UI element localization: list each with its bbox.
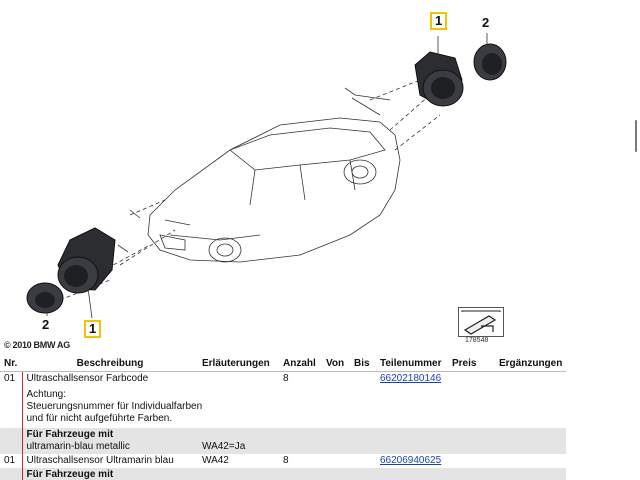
header-bis: Bis	[350, 356, 376, 372]
header-beschreibung: Beschreibung	[22, 356, 198, 372]
cell-nr: 01	[4, 373, 16, 384]
cell-preis	[448, 372, 495, 387]
scrollbar-thumb[interactable]	[635, 120, 637, 152]
header-ergaenzungen: Ergänzungen	[495, 356, 566, 372]
cell-bis	[350, 454, 376, 468]
cell-ergaenzungen	[495, 454, 566, 468]
table-row[interactable]: 01 Ultraschallsensor Farbcode 8 66202180…	[0, 371, 566, 387]
table-header-row: Nr. Beschreibung Erläuterungen Anzahl Vo…	[0, 356, 566, 372]
table-row[interactable]: 01 Ultraschallsensor Ultramarin blau WA4…	[0, 454, 566, 468]
image-number: 178548	[465, 337, 489, 344]
cell-von	[322, 454, 350, 468]
magnify-icon[interactable]	[458, 307, 504, 337]
part-number-link[interactable]: 66202180146	[380, 373, 442, 384]
callout-2-bottom[interactable]: 2	[42, 317, 50, 332]
note-text: Achtung: Steuerungsnummer für Individual…	[21, 386, 279, 428]
cell-erlaeuterungen: WA42	[202, 455, 229, 466]
header-preis: Preis	[448, 356, 495, 372]
cell-beschreibung: Ultraschallsensor Ultramarin blau	[21, 454, 198, 468]
ring-top	[473, 43, 507, 81]
cell-preis	[448, 454, 495, 468]
group-sub: ultramarin-blau metallic	[26, 441, 130, 452]
part-number-link[interactable]: 66206940625	[380, 455, 442, 466]
group-title: Für Fahrzeuge mit	[26, 469, 114, 480]
copyright-notice: © 2010 BMW AG	[4, 340, 70, 350]
group-condition: Für Fahrzeuge mit	[21, 468, 198, 480]
cell-erlaeuterungen: WA42=Ja	[198, 428, 279, 454]
cell-anzahl: 8	[283, 455, 289, 466]
note-row: Achtung: Steuerungsnummer für Individual…	[0, 386, 566, 428]
callout-1-top[interactable]: 1	[430, 12, 448, 30]
header-anzahl: Anzahl	[279, 356, 322, 372]
callout-1-bottom[interactable]: 1	[84, 320, 102, 338]
parts-diagram: 1 2 1 2 © 2010 BMW AG 178548	[4, 12, 507, 350]
header-von: Von	[322, 356, 350, 372]
header-erlaeuterungen: Erläuterungen	[198, 356, 279, 372]
group-row: Für Fahrzeuge mit	[0, 468, 566, 480]
header-teilenummer: Teilenummer	[376, 356, 448, 372]
ring-bottom	[26, 282, 64, 314]
cell-nr: 01	[4, 455, 16, 466]
group-title: Für Fahrzeuge mit	[26, 429, 114, 440]
cell-erlaeuterungen	[198, 372, 279, 387]
cell-teilenummer[interactable]: 66206940625	[376, 454, 448, 468]
cell-von	[322, 372, 350, 387]
cell-ergaenzungen	[495, 372, 566, 387]
car-sensor-illustration	[26, 33, 507, 319]
callout-2-top[interactable]: 2	[482, 15, 490, 30]
cell-teilenummer[interactable]: 66202180146	[376, 372, 448, 387]
cell-beschreibung: Ultraschallsensor Farbcode	[21, 371, 198, 386]
cell-bis	[350, 372, 376, 387]
cell-anzahl: 8	[283, 373, 289, 384]
header-nr: Nr.	[0, 356, 22, 372]
sensor-top	[414, 51, 464, 107]
parts-table: Nr. Beschreibung Erläuterungen Anzahl Vo…	[0, 356, 566, 480]
sensor-bottom	[57, 227, 116, 294]
